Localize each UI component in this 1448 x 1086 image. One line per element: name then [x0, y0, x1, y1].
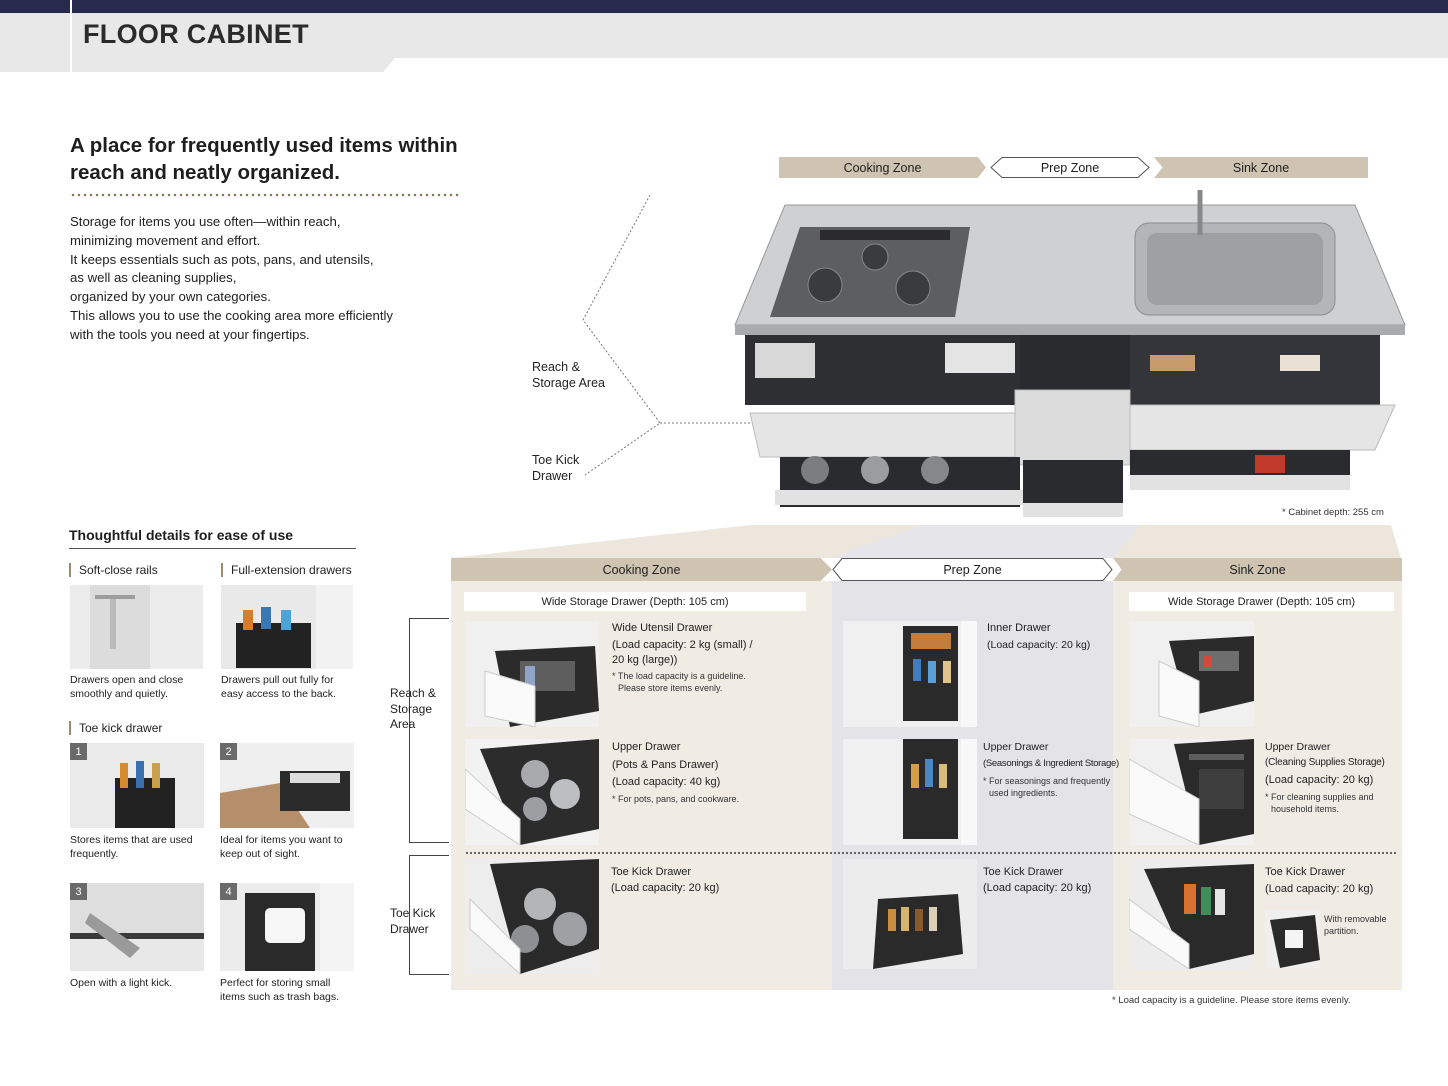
step-number-2: 2 — [220, 743, 237, 760]
full-extension-photo — [221, 585, 353, 669]
photo-removable-partition — [1265, 910, 1320, 968]
intro-text: Storage for items you use often—within r… — [70, 213, 430, 345]
soft-close-heading: Soft-close rails — [69, 563, 158, 577]
photo-toe-kick-prep — [843, 859, 977, 969]
cooking-toe-line: (Load capacity: 20 kg) — [611, 882, 720, 894]
prep-upper-note: used ingredients. — [989, 788, 1058, 798]
wide-drawer-label-cooking: Wide Storage Drawer (Depth: 105 cm) — [464, 592, 806, 611]
panel-area-label-reach: Reach & Storage Area — [390, 686, 437, 731]
toe-kick-caption-2: Ideal for items you want to keep out of … — [220, 834, 343, 860]
header-band — [0, 13, 1448, 58]
area-label-reach-storage: Reach & Storage Area — [532, 360, 605, 390]
cooking-inner-note: * The load capacity is a guideline. — [612, 671, 746, 681]
toe-kick-photo-1 — [70, 743, 204, 828]
zone-label-prep: Prep Zone — [1040, 160, 1100, 175]
top-color-bar — [0, 0, 1448, 13]
prep-upper-note: * For seasonings and frequently — [983, 776, 1111, 786]
toe-kick-bracket — [409, 855, 449, 975]
wide-drawer-label-sink: Wide Storage Drawer (Depth: 105 cm) — [1129, 592, 1394, 611]
cooking-upper-title: Upper Drawer — [612, 741, 681, 753]
sink-upper-line: (Cleaning Supplies Storage) — [1265, 757, 1385, 768]
photo-toe-kick-cooking — [465, 859, 599, 974]
photo-inner-drawer-prep — [843, 621, 977, 727]
prep-inner-line: (Load capacity: 20 kg) — [987, 639, 1091, 651]
intro-line: It keeps essentials such as pots, pans, … — [70, 251, 374, 267]
photo-wide-drawer-sink — [1129, 621, 1254, 727]
toe-kick-photo-2 — [220, 743, 354, 828]
sink-upper-note: household items. — [1271, 804, 1340, 814]
cabinet-depth-note: * Cabinet depth: 255 cm — [1282, 507, 1384, 518]
header-tab — [0, 58, 395, 72]
toe-kick-photo-3 — [70, 883, 204, 971]
photo-pots-pans-drawer — [465, 739, 599, 845]
sink-upper-line: (Load capacity: 20 kg) — [1265, 774, 1374, 786]
intro-line: organized by your own categories. — [70, 289, 271, 305]
sink-partition-note: With removable — [1324, 914, 1387, 924]
details-title: Thoughtful details for ease of use — [69, 527, 294, 543]
details-rule — [69, 548, 356, 549]
zone-header-prep-outline — [832, 558, 1113, 581]
intro-line: with the tools you need at your fingerti… — [70, 326, 310, 342]
toe-kick-caption-4: Perfect for storing small items such as … — [220, 977, 340, 1003]
page-title: FLOOR CABINET — [83, 19, 309, 49]
cooking-inner-line: (Load capacity: 2 kg (small) / — [612, 639, 753, 651]
toe-kick-caption-1: Stores items that are used frequently. — [70, 834, 193, 860]
soft-close-photo — [70, 585, 203, 669]
cooking-inner-note: Please store items evenly. — [618, 683, 723, 693]
toe-kick-heading: Toe kick drawer — [69, 721, 162, 735]
cooking-toe-title: Toe Kick Drawer — [611, 866, 692, 878]
photo-cleaning-supplies-drawer — [1129, 739, 1254, 845]
step-number-4: 4 — [220, 883, 237, 900]
sink-toe-title: Toe Kick Drawer — [1265, 866, 1346, 878]
intro-line: Storage for items you use often—within r… — [70, 214, 341, 229]
step-number-1: 1 — [70, 743, 87, 760]
zone-header-prep: Prep Zone — [943, 562, 1002, 577]
load-capacity-footnote: * Load capacity is a guideline. Please s… — [1112, 995, 1351, 1006]
panel-perspective-band — [451, 525, 1401, 558]
prep-upper-line: (Seasonings & Ingredient Storage) — [983, 758, 1119, 769]
reach-storage-bracket — [409, 618, 449, 843]
toe-kick-photo-4 — [220, 883, 354, 971]
cooking-inner-title: Wide Utensil Drawer — [612, 622, 713, 634]
cooking-upper-line: (Pots & Pans Drawer) — [612, 759, 719, 771]
sink-upper-note: * For cleaning supplies and — [1265, 792, 1374, 802]
zone-label-sink: Sink Zone — [1154, 157, 1368, 178]
prep-toe-line: (Load capacity: 20 kg) — [983, 882, 1092, 894]
dotted-divider — [70, 193, 460, 197]
zone-label-cooking: Cooking Zone — [779, 157, 986, 178]
header-divider — [70, 0, 72, 72]
soft-close-caption: Drawers open and close smoothly and quie… — [70, 674, 184, 700]
sink-toe-line: (Load capacity: 20 kg) — [1265, 883, 1374, 895]
photo-seasonings-drawer — [843, 739, 977, 845]
cooking-upper-line: (Load capacity: 40 kg) — [612, 776, 721, 788]
panel-area-label-toe: Toe Kick Drawer — [390, 906, 436, 936]
headline: A place for frequently used items within… — [70, 134, 458, 184]
cooking-upper-note: * For pots, pans, and cookware. — [612, 794, 740, 804]
prep-toe-title: Toe Kick Drawer — [983, 866, 1064, 878]
kitchen-illustration — [582, 190, 1406, 517]
intro-line: This allows you to use the cooking area … — [70, 307, 394, 323]
prep-inner-title: Inner Drawer — [987, 622, 1051, 634]
zone-label-prep-outline — [990, 157, 1150, 178]
cooking-inner-line: 20 kg (large)) — [612, 654, 678, 666]
full-extension-caption: Drawers pull out fully for easy access t… — [221, 674, 336, 700]
zone-header-cooking: Cooking Zone — [451, 558, 832, 581]
photo-wide-utensil-drawer — [465, 621, 599, 727]
dotted-separator — [465, 852, 1397, 854]
intro-line: minimizing movement and effort. — [70, 232, 261, 248]
prep-upper-title: Upper Drawer — [983, 741, 1049, 753]
full-extension-heading: Full-extension drawers — [221, 563, 352, 577]
sink-partition-note: partition. — [1324, 926, 1359, 936]
toe-kick-caption-3: Open with a light kick. — [70, 977, 173, 989]
step-number-3: 3 — [70, 883, 87, 900]
area-label-toe-kick: Toe Kick Drawer — [532, 453, 580, 483]
zone-header-sink: Sink Zone — [1113, 558, 1402, 581]
intro-line: as well as cleaning supplies, — [70, 270, 237, 286]
sink-upper-title: Upper Drawer — [1265, 741, 1331, 753]
photo-toe-kick-sink — [1129, 859, 1254, 969]
